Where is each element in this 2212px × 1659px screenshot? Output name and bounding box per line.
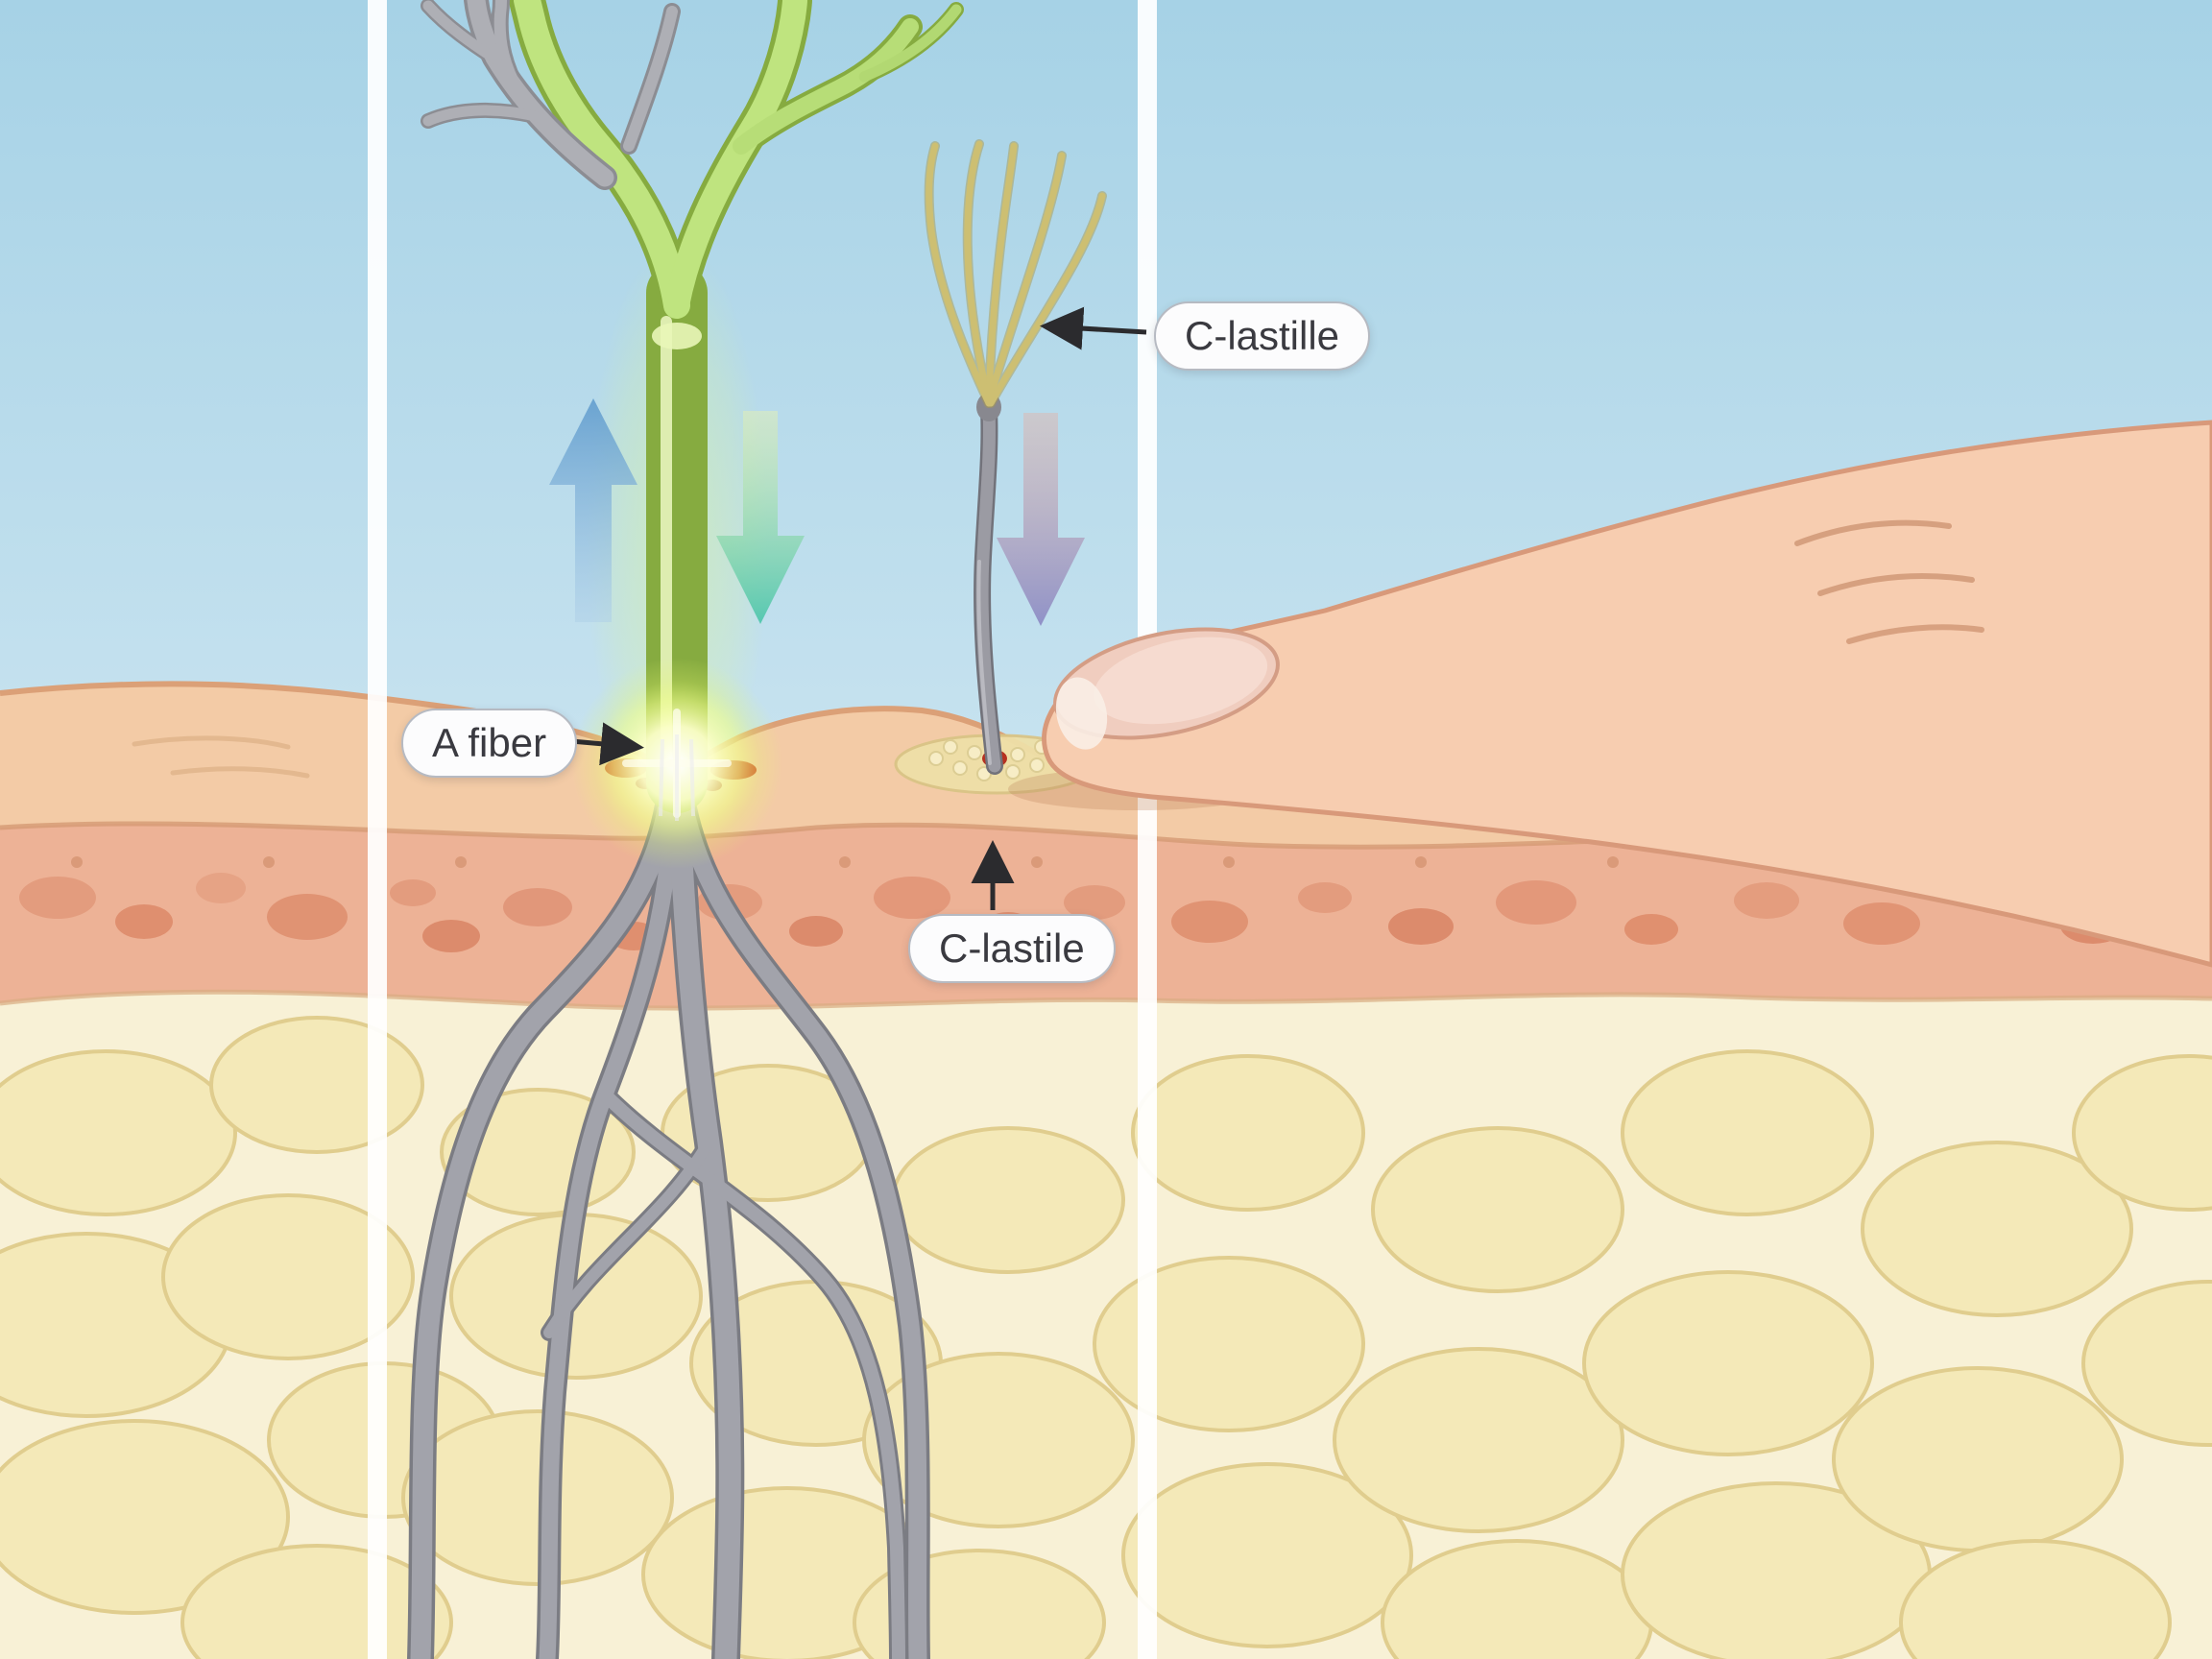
entry-glow (571, 658, 782, 869)
a-fiber-joint (652, 323, 702, 349)
c-fiber-filaments (924, 139, 1107, 408)
c-fiber-stem-highlight (976, 560, 992, 765)
a-fiber-gray-branches (421, 0, 681, 190)
c-fiber (924, 139, 1107, 775)
label-pointers (570, 306, 1147, 910)
a-fiber-label: A fiber (401, 709, 578, 779)
c-fiber-top-label: C-lastille (1154, 301, 1371, 372)
down-arrow-green-icon (716, 411, 805, 624)
panel-divider-right (1138, 0, 1157, 1659)
c-fiber-bottom-label: C-lastile (908, 914, 1116, 984)
finger-body (1042, 420, 2212, 968)
down-arrow-purple-icon (997, 413, 1085, 626)
c-fiber-stem (975, 404, 1001, 773)
fingernail (1053, 627, 1280, 750)
epidermis-creases (132, 735, 310, 779)
c-fiber-top-pointer-arrow (1040, 306, 1147, 350)
finger (1042, 420, 2212, 968)
finger-wrinkles (1794, 519, 1984, 644)
a-fiber-roots (407, 766, 930, 1659)
a-fiber-pointer-arrow (570, 722, 644, 766)
panel-divider-left (368, 0, 387, 1659)
up-arrow-icon (549, 398, 637, 622)
